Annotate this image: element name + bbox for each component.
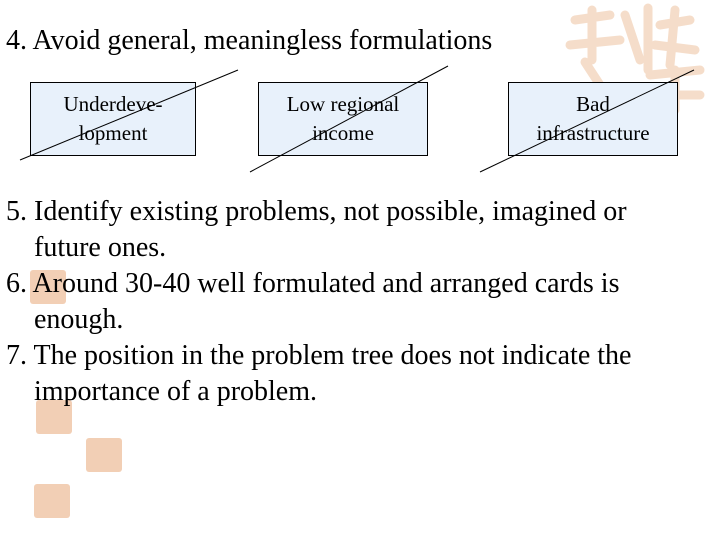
card-label-line: Low regional (286, 92, 400, 116)
problem-card-underdevelopment: Underdeve- lopment (30, 82, 196, 156)
guideline-list: 5. Identify existing problems, not possi… (6, 194, 646, 410)
problem-card-low-regional-income: Low regional income (258, 82, 428, 156)
seal-stamp (36, 400, 72, 434)
guideline-item: 5. Identify existing problems, not possi… (6, 196, 627, 263)
strike-lines (19, 65, 695, 173)
seal-stamp (86, 438, 122, 472)
guideline-item: 6. Around 30-40 well formulated and arra… (6, 268, 620, 335)
strike-line (249, 65, 449, 173)
seal-stamp (34, 484, 70, 518)
problem-card-bad-infrastructure: Bad infrastructure (508, 82, 678, 156)
seal-stamp (30, 270, 66, 304)
guideline-heading: 4. Avoid general, meaningless formulatio… (6, 25, 493, 56)
strike-line (19, 69, 239, 161)
card-label-line: Bad (576, 92, 610, 116)
card-label-line: infrastructure (536, 121, 650, 145)
card-label-line: lopment (78, 121, 148, 145)
card-label-line: Underdeve- (63, 92, 163, 116)
guideline-item: 7. The position in the problem tree does… (6, 340, 632, 407)
strike-line (479, 69, 695, 173)
